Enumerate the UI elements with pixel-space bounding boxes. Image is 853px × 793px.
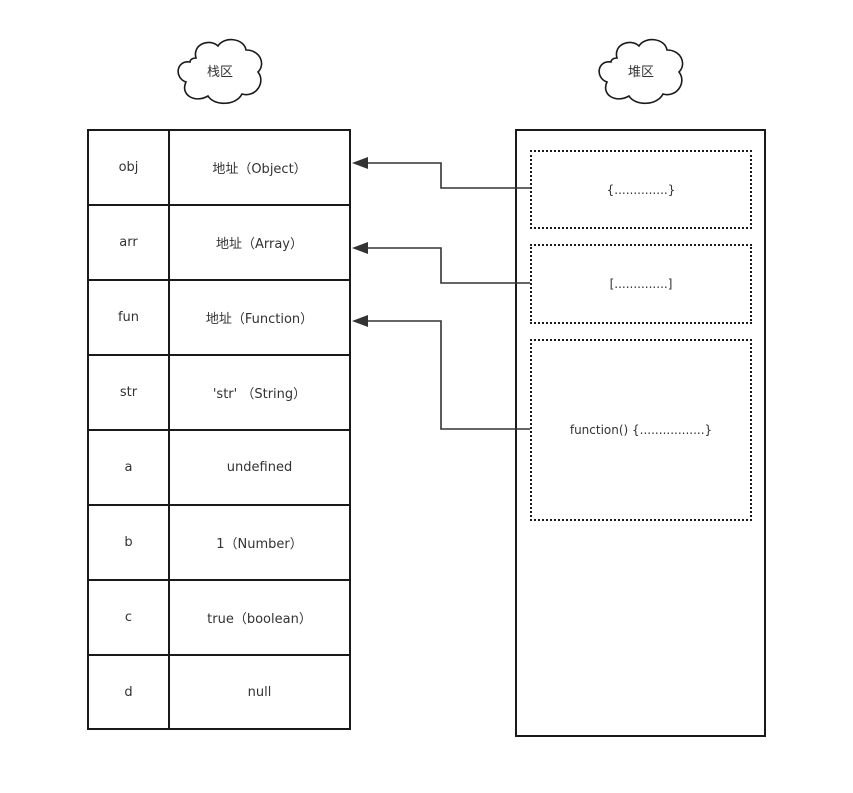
variable-value: 地址（Array） <box>215 237 303 252</box>
variable-value: null <box>247 684 272 700</box>
variable-value: 1（Number） <box>216 537 303 552</box>
variable-value: 地址（Object） <box>212 162 307 177</box>
stack-row: b 1（Number） <box>89 506 349 581</box>
stack-table: obj 地址（Object） arr 地址（Array） fun 地址（Func… <box>87 129 351 730</box>
variable-value: 地址（Function） <box>205 312 314 327</box>
stack-row: arr 地址（Array） <box>89 206 349 281</box>
arrowhead-icon <box>352 315 368 327</box>
heap-object-function: function() {.................} <box>530 339 752 521</box>
stack-row: str 'str' （String） <box>89 356 349 431</box>
stack-row: fun 地址（Function） <box>89 281 349 356</box>
variable-name: b <box>89 506 170 579</box>
stack-row: obj 地址（Object） <box>89 131 349 206</box>
variable-name: str <box>89 356 170 429</box>
variable-name: arr <box>89 206 170 279</box>
variable-name: c <box>89 581 170 654</box>
stack-label: 栈区 <box>206 64 233 80</box>
arrow-array-ref <box>364 247 530 284</box>
variable-value: 'str' （String） <box>212 387 307 402</box>
cloud-icon <box>177 38 263 105</box>
variable-name: d <box>89 656 170 728</box>
cloud-icon <box>598 38 684 105</box>
heap-area: {..............} [..............] functi… <box>515 129 766 737</box>
heap-object-object: {..............} <box>530 150 752 229</box>
arrowhead-icon <box>352 157 368 169</box>
heap-cloud: 堆区 <box>595 34 687 106</box>
arrow-function-ref <box>364 320 530 430</box>
variable-value: true（boolean） <box>207 612 312 627</box>
heap-label: 堆区 <box>627 64 654 80</box>
stack-row: c true（boolean） <box>89 581 349 656</box>
heap-object-array: [..............] <box>530 244 752 324</box>
variable-name: a <box>89 431 170 504</box>
variable-value: undefined <box>226 460 293 475</box>
stack-cloud: 栈区 <box>174 34 266 106</box>
arrowhead-icon <box>352 242 368 254</box>
arrow-object-ref <box>364 162 530 189</box>
stack-row: d null <box>89 656 349 728</box>
variable-name: fun <box>89 281 170 354</box>
variable-name: obj <box>89 131 170 204</box>
stack-row: a undefined <box>89 431 349 506</box>
